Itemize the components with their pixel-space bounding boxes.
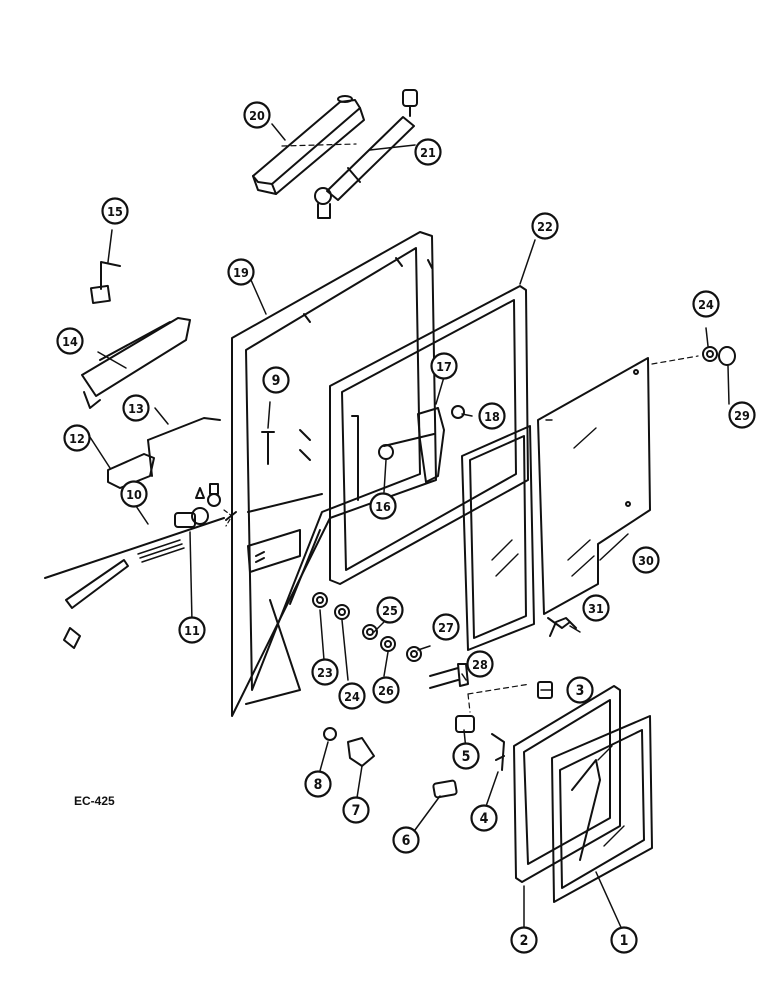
- part-gas-strut: [281, 89, 418, 219]
- callout-number: 30: [638, 553, 654, 568]
- part-large-panel: [537, 357, 651, 629]
- callout-number: 18: [484, 409, 500, 424]
- callout-16: 16: [369, 492, 397, 520]
- callout-24: 24: [692, 290, 720, 318]
- callout-30: 30: [632, 546, 660, 574]
- part-glass-panel: [461, 425, 535, 651]
- leader-lines: [87, 123, 730, 935]
- part-lower-glass: [551, 715, 653, 903]
- part-handle-knob: [174, 483, 233, 528]
- callout-number: 27: [438, 620, 454, 635]
- callout-number: 23: [317, 665, 333, 680]
- callout-number: 24: [698, 297, 714, 312]
- callout-26: 26: [372, 676, 400, 704]
- part-top-washer-and-cap: [651, 346, 736, 366]
- callout-number: 17: [436, 359, 452, 374]
- callout-number: 24: [344, 689, 360, 704]
- callout-12: 12: [63, 424, 91, 452]
- callout-6: 6: [392, 826, 420, 854]
- callout-9: 9: [262, 366, 290, 394]
- part-square-tube: [252, 95, 365, 195]
- callout-3: 3: [566, 676, 594, 704]
- part-door-frame: [231, 231, 437, 717]
- callout-number: 20: [249, 108, 265, 123]
- callout-number: 5: [462, 749, 471, 765]
- part-lower-frame: [513, 685, 621, 883]
- callout-29: 29: [728, 401, 756, 429]
- callout-number: 14: [62, 334, 78, 349]
- part-bolt: [261, 431, 275, 465]
- callout-31: 31: [582, 594, 610, 622]
- callout-10: 10: [120, 480, 148, 508]
- callout-number: 15: [107, 204, 123, 219]
- part-long-rod: [44, 511, 237, 649]
- callout-11: 11: [178, 616, 206, 644]
- callout-number: 3: [576, 683, 585, 699]
- callout-labels: 1234567891011121314151617181920212223242…: [56, 101, 756, 954]
- callout-25: 25: [376, 596, 404, 624]
- callout-4: 4: [470, 804, 498, 832]
- callout-number: 29: [734, 408, 750, 423]
- callout-2: 2: [510, 926, 538, 954]
- callout-17: 17: [430, 352, 458, 380]
- callout-1: 1: [610, 926, 638, 954]
- part-small-bracket: [89, 261, 121, 305]
- callout-number: 22: [537, 219, 553, 234]
- callout-number: 9: [272, 373, 281, 389]
- callout-number: 8: [314, 777, 323, 793]
- callout-number: 6: [402, 833, 411, 849]
- part-channel-bracket: [81, 317, 191, 409]
- callout-19: 19: [227, 258, 255, 286]
- part-cable-end: [549, 617, 577, 637]
- callout-23: 23: [311, 658, 339, 686]
- callout-number: 25: [382, 603, 398, 618]
- callout-number: 31: [588, 601, 604, 616]
- callout-13: 13: [122, 394, 150, 422]
- callout-number: 2: [520, 933, 529, 949]
- callout-number: 12: [69, 431, 85, 446]
- callout-number: 13: [128, 401, 144, 416]
- callout-number: 4: [480, 811, 489, 827]
- callout-number: 16: [375, 499, 391, 514]
- callout-number: 11: [184, 623, 200, 638]
- part-catch: [378, 405, 465, 483]
- part-small-washers: [312, 592, 422, 662]
- callout-5: 5: [452, 742, 480, 770]
- callout-number: 26: [378, 683, 394, 698]
- callout-27: 27: [432, 613, 460, 641]
- callout-number: 19: [233, 265, 249, 280]
- figure-code: EC-425: [74, 794, 115, 808]
- part-latch-bracket: [107, 417, 221, 489]
- callout-20: 20: [243, 101, 271, 129]
- callout-8: 8: [304, 770, 332, 798]
- callout-28: 28: [466, 650, 494, 678]
- callout-number: 7: [352, 803, 361, 819]
- callout-number: 1: [620, 933, 629, 949]
- callout-7: 7: [342, 796, 370, 824]
- callout-number: 21: [420, 145, 436, 160]
- callout-number: 28: [472, 657, 488, 672]
- part-hex-bolt: [429, 663, 469, 689]
- callout-15: 15: [101, 197, 129, 225]
- callout-24: 24: [338, 682, 366, 710]
- part-inner-frame: [329, 285, 529, 585]
- callout-21: 21: [414, 138, 442, 166]
- callout-14: 14: [56, 327, 84, 355]
- callout-number: 10: [126, 487, 142, 502]
- callout-18: 18: [478, 402, 506, 430]
- callout-22: 22: [531, 212, 559, 240]
